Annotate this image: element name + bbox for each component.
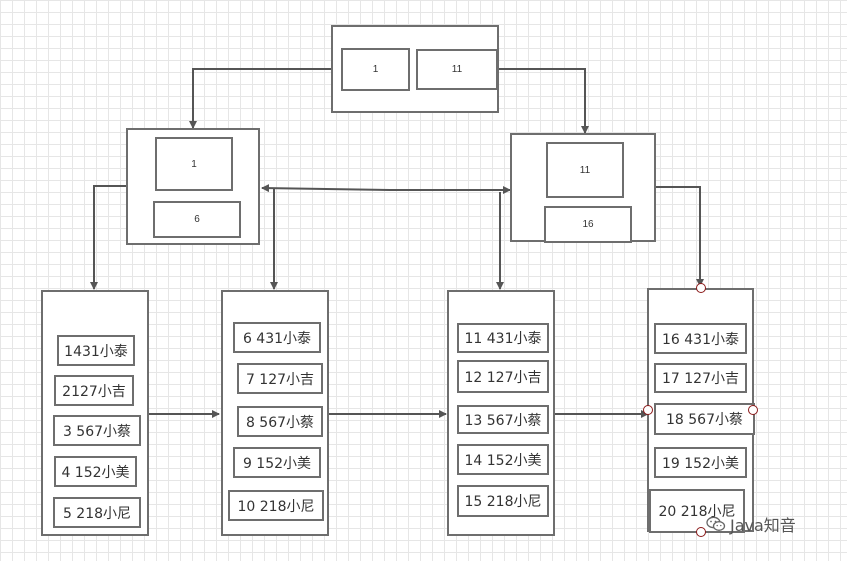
root-key-2[interactable]: 11 [416, 49, 498, 90]
leaf-3-row-2[interactable]: 12 127小吉 [457, 360, 549, 393]
watermark-text: Java知音 [730, 516, 796, 535]
leaf-2-row-3[interactable]: 8 567小蔡 [237, 406, 323, 437]
wechat-icon [706, 516, 726, 532]
leaf-1-row-5[interactable]: 5 218小尼 [53, 497, 141, 528]
leaf-4-row-2[interactable]: 17 127小吉 [654, 363, 747, 393]
leaf-1-row-2[interactable]: 2127小吉 [54, 375, 134, 406]
leaf-node-4[interactable]: 16 431小泰 17 127小吉 18 567小蔡 19 152小美 20 2… [647, 288, 755, 533]
selection-handle-bottom[interactable] [696, 527, 706, 537]
leaf-3-row-4[interactable]: 14 152小美 [457, 444, 549, 475]
internal-left-key-2[interactable]: 6 [153, 201, 241, 238]
leaf-4-row-5[interactable]: 20 218小尼 [649, 489, 745, 533]
root-node[interactable]: 1 11 [331, 25, 499, 113]
internal-right-key-1[interactable]: 11 [546, 142, 624, 198]
leaf-4-row-4[interactable]: 19 152小美 [654, 447, 747, 478]
internal-left-key-1[interactable]: 1 [155, 137, 233, 191]
internal-right-key-2[interactable]: 16 [544, 206, 632, 243]
edge-internal-left-to-leaf-1 [90, 185, 127, 290]
leaf-3-row-3[interactable]: 13 567小蔡 [457, 405, 549, 434]
leaf-3-row-1[interactable]: 11 431小泰 [457, 323, 549, 353]
leaf-1-row-1[interactable]: 1431小泰 [57, 335, 135, 366]
leaf-3-row-5[interactable]: 15 218小尼 [457, 485, 549, 517]
root-key-1[interactable]: 1 [341, 48, 410, 91]
internal-node-right[interactable]: 11 16 [510, 133, 656, 243]
leaf-2-row-4[interactable]: 9 152小美 [233, 447, 321, 478]
leaf-node-1[interactable]: 1431小泰 2127小吉 3 567小蔡 4 152小美 5 218小尼 [41, 290, 149, 536]
selection-handle-top[interactable] [696, 283, 706, 293]
leaf-node-2[interactable]: 6 431小泰 7 127小吉 8 567小蔡 9 152小美 10 218小尼 [221, 290, 329, 536]
leaf-node-3[interactable]: 11 431小泰 12 127小吉 13 567小蔡 14 152小美 15 2… [447, 290, 555, 536]
watermark: Java知音 [706, 512, 796, 536]
edge-internal-sibling-left [261, 184, 391, 193]
edge-root-to-internal-left [189, 68, 332, 129]
edge-internal-right-to-leaf-4 [655, 186, 704, 287]
leaf-2-row-1[interactable]: 6 431小泰 [233, 322, 321, 353]
internal-node-left[interactable]: 1 6 [126, 128, 260, 245]
leaf-4-row-3[interactable]: 18 567小蔡 [654, 403, 755, 435]
selection-handle-left[interactable] [643, 405, 653, 415]
edge-root-to-internal-right [498, 68, 589, 134]
leaf-1-row-3[interactable]: 3 567小蔡 [53, 415, 141, 446]
leaf-2-row-5[interactable]: 10 218小尼 [228, 490, 324, 521]
leaf-2-row-2[interactable]: 7 127小吉 [237, 363, 323, 394]
leaf-1-row-4[interactable]: 4 152小美 [54, 456, 137, 487]
leaf-4-row-1[interactable]: 16 431小泰 [654, 323, 747, 354]
selection-handle-right[interactable] [748, 405, 758, 415]
